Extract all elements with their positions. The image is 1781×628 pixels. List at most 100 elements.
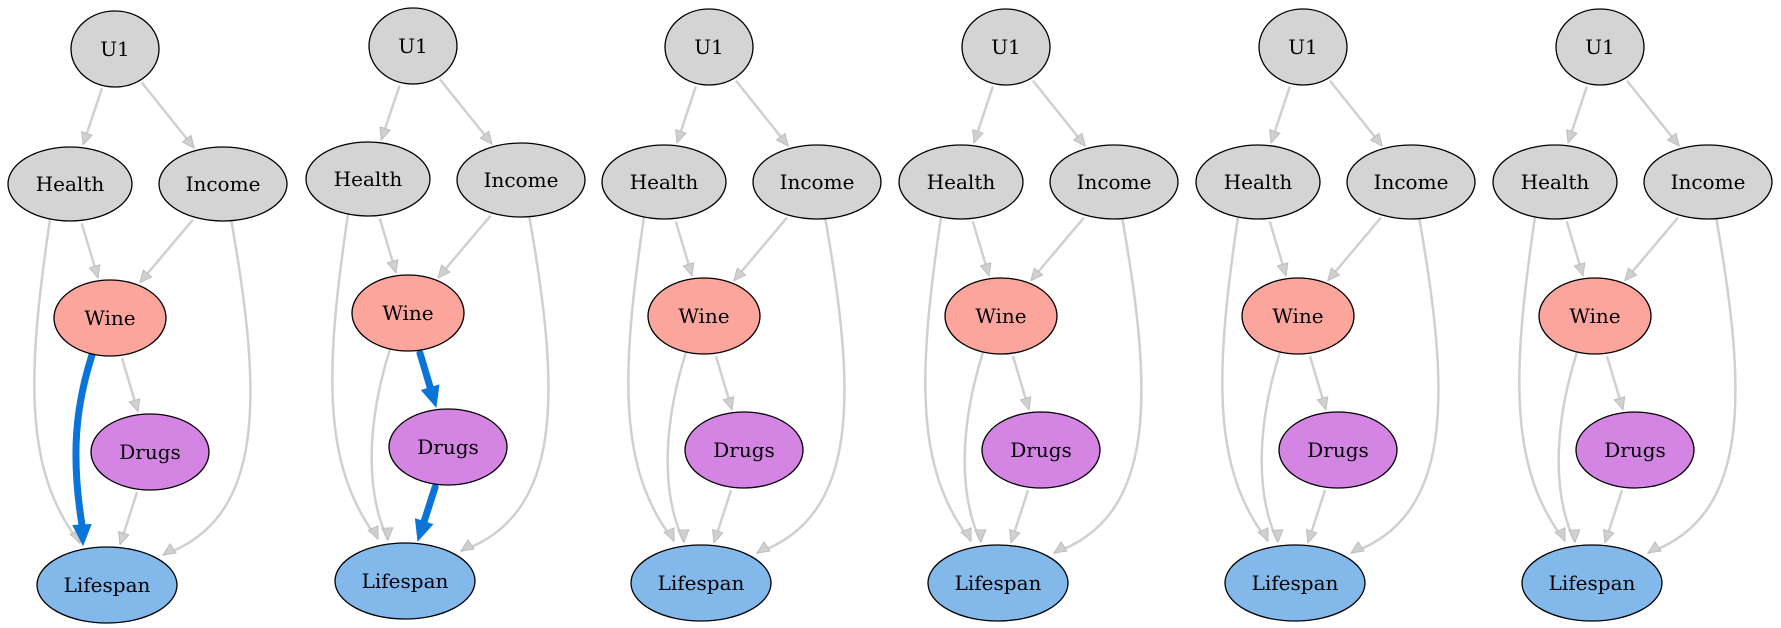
edge-wine-to-lifespan (72, 351, 96, 535)
node-wine: Wine (351, 274, 465, 352)
arrowhead (1349, 541, 1365, 554)
node-health-label: Health (334, 167, 403, 191)
node-lifespan-label: Lifespan (362, 569, 449, 593)
edges (1221, 79, 1440, 555)
edge-income-to-lifespan (1350, 216, 1440, 555)
node-drugs-label: Drugs (1307, 438, 1369, 462)
arrowhead (711, 528, 724, 544)
edge-wine-to-drugs (120, 357, 137, 403)
node-u1-shape (961, 8, 1051, 86)
node-health-shape (1492, 144, 1618, 220)
edge-u1-to-income (1625, 79, 1674, 140)
arrowhead (755, 541, 771, 554)
arrowhead (1271, 529, 1284, 544)
edge-drugs-to-lifespan (121, 491, 139, 536)
node-health-shape (7, 146, 133, 222)
node-drugs-label: Drugs (1010, 438, 1072, 462)
node-income: Income (1049, 144, 1179, 220)
node-lifespan: Lifespan (1224, 544, 1366, 622)
node-income: Income (456, 142, 586, 218)
edges (1518, 79, 1737, 555)
edge-income-to-wine (443, 214, 492, 271)
arrowhead (1602, 528, 1615, 544)
arrowhead (81, 131, 93, 147)
arrowhead (1568, 529, 1581, 544)
node-lifespan-label: Lifespan (1252, 571, 1339, 595)
node-u1-label: U1 (991, 35, 1021, 59)
node-wine-label: Wine (975, 304, 1026, 328)
arrowhead (367, 525, 379, 541)
node-drugs: Drugs (388, 408, 508, 486)
node-health: Health (305, 141, 431, 217)
node-u1-shape (1555, 8, 1645, 86)
arrowhead (420, 384, 440, 408)
node-drugs: Drugs (981, 411, 1101, 489)
node-lifespan-label: Lifespan (1549, 571, 1636, 595)
node-wine-shape (944, 277, 1058, 355)
edge-wine-to-lifespan (1260, 351, 1282, 543)
arrowhead (675, 129, 687, 145)
edge-u1-to-health (1273, 85, 1292, 134)
edge-health-to-wine (378, 217, 395, 264)
edge-income-to-wine (1036, 216, 1085, 274)
node-lifespan: Lifespan (334, 542, 476, 620)
node-wine: Wine (944, 277, 1058, 355)
node-income-label: Income (1374, 170, 1449, 194)
edges (627, 79, 846, 555)
arrowhead (381, 527, 394, 542)
edge-wine-to-drugs (714, 355, 731, 401)
edge-health-to-lifespan (627, 216, 675, 542)
node-health-label: Health (36, 172, 105, 196)
node-u1-shape (1258, 8, 1348, 86)
node-income-label: Income (780, 170, 855, 194)
node-health-label: Health (1521, 170, 1590, 194)
node-drugs-label: Drugs (713, 438, 775, 462)
node-income-shape (1643, 144, 1773, 220)
node-u1: U1 (664, 8, 754, 86)
node-lifespan-label: Lifespan (658, 571, 745, 595)
edge-health-to-wine (1565, 220, 1582, 267)
node-health-label: Health (927, 170, 996, 194)
arrowhead (128, 398, 141, 413)
edge-income-to-wine (1333, 216, 1382, 274)
node-u1-label: U1 (1288, 35, 1318, 59)
node-lifespan-shape (630, 544, 772, 622)
node-income-label: Income (484, 168, 559, 192)
node-u1: U1 (1555, 8, 1645, 86)
edge-drugs-to-lifespan (715, 489, 733, 534)
node-drugs-shape (684, 411, 804, 489)
edge-health-to-wine (1268, 220, 1285, 267)
arrowhead (181, 134, 196, 150)
node-u1-shape (664, 8, 754, 86)
node-wine: Wine (647, 277, 761, 355)
node-income-shape (752, 144, 882, 220)
node-drugs: Drugs (1575, 411, 1695, 489)
node-u1: U1 (368, 7, 458, 85)
node-income: Income (158, 146, 288, 222)
node-health: Health (898, 144, 1024, 220)
edge-health-to-wine (971, 220, 988, 267)
arrowhead (1326, 267, 1341, 282)
edge-income-to-wine (1630, 216, 1679, 274)
node-wine-shape (1241, 277, 1355, 355)
node-income-shape (456, 142, 586, 218)
node-drugs-shape (1278, 411, 1398, 489)
node-wine: Wine (53, 279, 167, 357)
node-income: Income (1346, 144, 1476, 220)
node-u1-label: U1 (100, 37, 130, 61)
node-health-label: Health (1224, 170, 1293, 194)
arrowhead (88, 264, 101, 280)
node-wine-label: Wine (1272, 304, 1323, 328)
edge-drugs-to-lifespan (418, 483, 439, 531)
node-health-shape (898, 144, 1024, 220)
node-lifespan-shape (1224, 544, 1366, 622)
node-lifespan: Lifespan (927, 544, 1069, 622)
edge-health-to-wine (80, 222, 97, 269)
edge-income-to-lifespan (162, 218, 252, 557)
node-wine-label: Wine (1569, 304, 1620, 328)
edge-health-to-wine (674, 220, 691, 267)
edge-wine-to-lifespan (1557, 351, 1579, 543)
